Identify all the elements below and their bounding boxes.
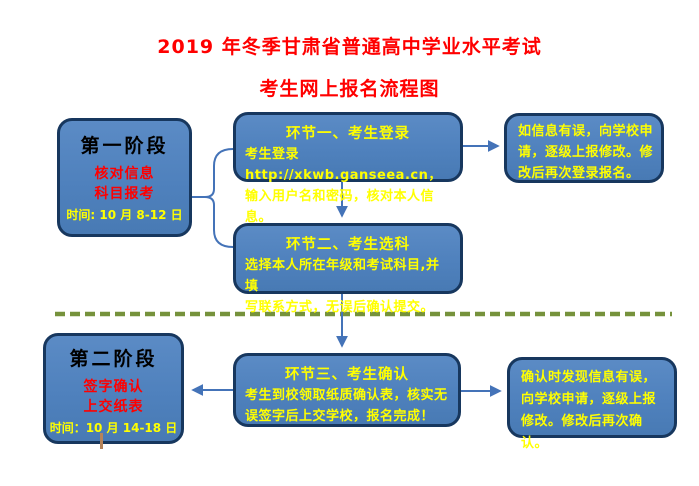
step1-body-line1: 考生登录 http://xkwb.ganseea.cn，	[245, 147, 442, 183]
stray-mark	[100, 433, 103, 449]
step1-box: 环节一、考生登录 考生登录 http://xkwb.ganseea.cn， 输入…	[233, 112, 463, 225]
stage1-title: 第一阶段	[80, 135, 169, 157]
stage2-box: 第二阶段 签字确认 上交纸表 时间：10 月 14-18 日	[43, 333, 184, 444]
step3-body-line2: 误签字后上交学校，报名完成！	[245, 409, 435, 424]
step3-title: 环节三、考生确认	[285, 367, 409, 383]
step2-body-line1: 选择本人所在年级和考试科目,并填	[245, 258, 440, 294]
note1-line2: 请，逐级上报修改。修	[518, 145, 654, 160]
step3-body-line1: 考生到校领取纸质确认表，核实无	[245, 388, 448, 403]
stage2-time: 时间：10 月 14-18 日	[49, 421, 178, 435]
step2-title: 环节二、考生选科	[286, 237, 410, 253]
stage1-brace-connector	[192, 148, 234, 248]
stage2-line1: 签字确认	[83, 379, 144, 395]
note1-line3: 改后再次登录报名。	[518, 166, 640, 181]
page-title-line2: 考生网上报名流程图	[259, 78, 440, 100]
stage2-title: 第二阶段	[69, 348, 158, 370]
note1-line1: 如信息有误，向学校申	[518, 124, 654, 139]
step1-body-line2: 输入用户名和密码，核对本人信息。	[245, 189, 435, 225]
note2-line1: 确认时发现信息有误，	[521, 370, 657, 385]
note2-box: 确认时发现信息有误， 向学校申请，逐级上报 修改。修改后再次确认。	[507, 357, 677, 451]
step2-body-line2: 写联系方式，无误后确认提交。	[245, 300, 435, 315]
stage1-box: 第一阶段 核对信息 科目报考 时间: 10 月 8-12 日	[57, 118, 192, 237]
page-title-line1: 2019 年冬季甘肃省普通高中学业水平考试	[157, 36, 542, 58]
note1-box: 如信息有误，向学校申 请，逐级上报修改。修 改后再次登录报名。	[504, 113, 664, 183]
step3-box: 环节三、考生确认 考生到校领取纸质确认表，核实无 误签字后上交学校，报名完成！	[233, 353, 461, 427]
note2-line2: 向学校申请，逐级上报	[521, 392, 657, 407]
step1-title: 环节一、考生登录	[286, 126, 410, 142]
stage1-time: 时间: 10 月 8-12 日	[66, 208, 183, 222]
stage1-line1: 核对信息	[94, 166, 155, 182]
stage2-line2: 上交纸表	[83, 399, 144, 415]
note2-line3: 修改。修改后再次确认。	[521, 414, 643, 451]
step2-box: 环节二、考生选科 选择本人所在年级和考试科目,并填 写联系方式，无误后确认提交。	[233, 223, 463, 315]
stage1-line2: 科目报考	[94, 186, 155, 202]
